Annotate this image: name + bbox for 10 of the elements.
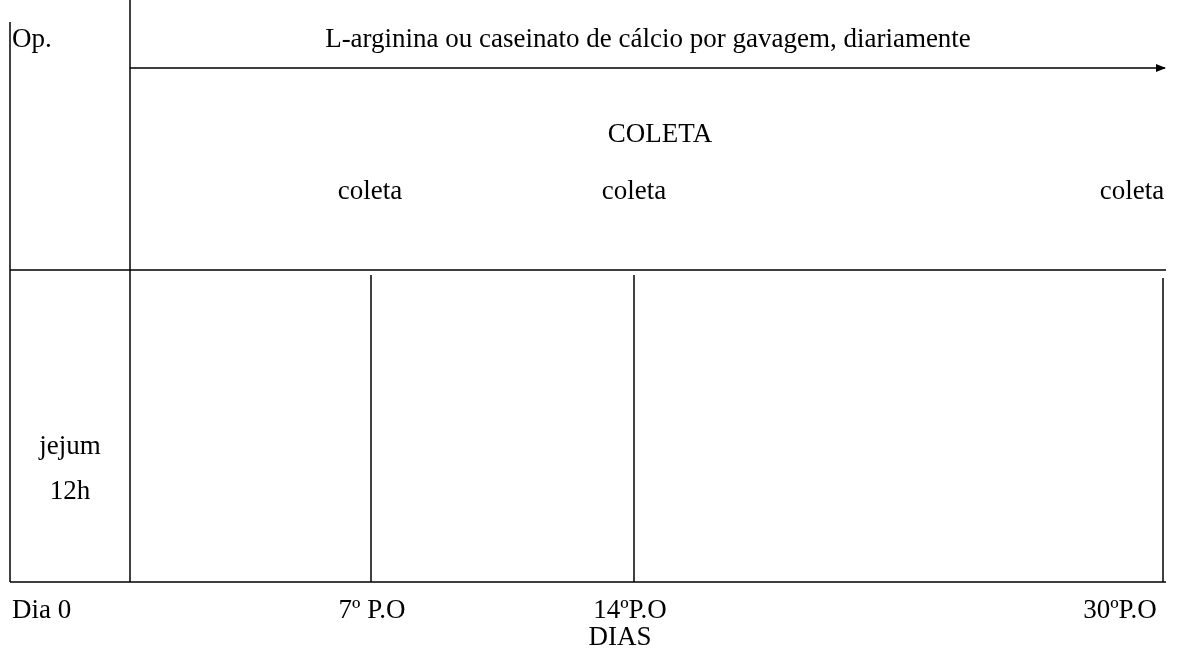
collection-label: coleta bbox=[1099, 174, 1165, 206]
collection-label: coleta bbox=[337, 174, 403, 206]
day-label: Dia 0 bbox=[12, 593, 72, 625]
day-label: 7º P.O bbox=[338, 593, 406, 625]
day-label: 30ºP.O bbox=[1083, 593, 1157, 625]
collection-label: coleta bbox=[601, 174, 667, 206]
row-header: Op. bbox=[12, 22, 52, 54]
fasting-label: jejum 12h bbox=[37, 429, 102, 507]
treatment-label: L-arginina ou caseinato de cálcio por gavagem, diariamente bbox=[325, 22, 971, 54]
phase-label: COLETA bbox=[607, 117, 713, 149]
